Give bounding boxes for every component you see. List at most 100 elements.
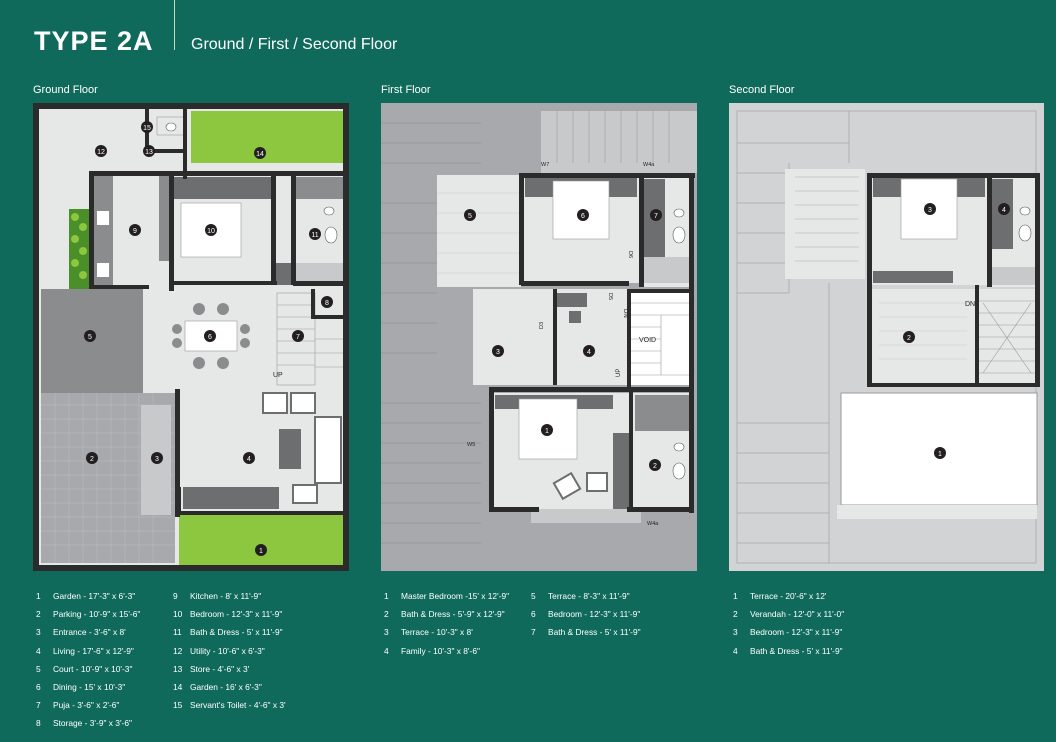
legend-number: 10 [173, 609, 183, 620]
room-label-3: 3 [151, 452, 163, 464]
room-label-1: 1 [255, 544, 267, 556]
room-label-4: 4 [998, 203, 1010, 215]
room-2: 2 [90, 456, 94, 463]
legend-item: 4 Living - 17'-6" x 12'-9" [36, 646, 140, 664]
legend-text: Garden - 17'-3" x 6'-3" [53, 591, 136, 601]
legend-text: Garden - 16' x 6'-3" [190, 681, 262, 692]
room-2: 2 [653, 463, 657, 470]
room-label-3: 3 [924, 203, 936, 215]
room-label-8: 8 [321, 296, 333, 308]
legend-number: 3 [384, 627, 389, 638]
legend-number: 12 [173, 645, 183, 656]
legend-number: 2 [733, 609, 738, 620]
legend-text: Bath & Dress - 5' x 11'-9" [750, 645, 843, 656]
room-15: 15 [143, 125, 151, 132]
legend-number: 4 [384, 645, 389, 656]
room-label-3: 3 [492, 345, 504, 357]
garden-lawn-14 [191, 111, 343, 163]
legend-text: Bedroom - 12'-3" x 11'-9" [750, 627, 843, 638]
room-label-2: 2 [903, 331, 915, 343]
first-floor-staircase [631, 302, 691, 376]
legend-text: Family - 10'-3" x 8'-6" [401, 645, 480, 656]
legend-text: Parking - 10'-9" x 15'-6" [53, 609, 141, 620]
room-7: 7 [296, 334, 300, 341]
room-label-4: 4 [583, 345, 595, 357]
room-labels: 12 15 13 14 9 10 11 8 6 7 5 2 3 4 1 UP [84, 121, 333, 556]
room-9: 9 [133, 228, 137, 235]
legend-item: 4 Family - 10'-3" x 8'-6" [384, 646, 509, 664]
room-label-5: 5 [84, 330, 96, 342]
legend-text: Terrace - 10'-3" x 8' [401, 627, 473, 638]
room-11: 11 [311, 232, 318, 239]
wc-fixture [323, 206, 335, 216]
room-label-7: 7 [292, 330, 304, 342]
legend-number: 5 [531, 591, 536, 601]
legend-text: Living - 17'-6" x 12'-9" [53, 645, 134, 656]
legend-number: 7 [531, 627, 536, 638]
legend-number: 1 [36, 591, 41, 601]
stair-up-label: UP [273, 372, 283, 379]
room-label-1: 1 [934, 447, 946, 459]
ground-legend-col1: 1 Garden - 17'-3" x 6'-3" 2 Parking - 10'-… [36, 591, 140, 737]
room-4: 4 [247, 456, 251, 463]
washbasin [324, 226, 338, 244]
page-title: TYPE 2A [34, 26, 154, 56]
second-floor-label: Second Floor [729, 84, 795, 96]
room-label-6: 6 [204, 330, 216, 342]
room-7: 7 [654, 213, 658, 220]
room-label-4: 4 [243, 452, 255, 464]
window-w4a-label: W4a [643, 162, 655, 168]
legend-text: Master Bedroom -15' x 12'-9" [401, 591, 510, 601]
legend-number: 6 [531, 609, 536, 620]
wardrobe [173, 177, 271, 199]
legend-item: 12 Utility - 10'-6" x 6'-3" [173, 646, 286, 664]
legend-number: 3 [733, 627, 738, 638]
first-floor-room-labels: 5 6 7 3 4 1 2 VOID UP DN W7 W4a W4a W5 D… [464, 162, 662, 527]
room-5: 5 [468, 213, 472, 220]
legend-text: Kitchen - 8' x 11'-9" [190, 591, 262, 601]
page-subtitle: Ground / First / Second Floor [191, 36, 398, 53]
kitchen-counter [91, 175, 113, 285]
legend-number: 11 [173, 627, 182, 638]
room-6: 6 [208, 334, 212, 341]
legend-item: 2 Parking - 10'-9" x 15'-6" [36, 609, 140, 627]
walls [33, 103, 349, 571]
room-4: 4 [1002, 207, 1006, 214]
legend-number: 2 [36, 609, 41, 620]
legend-number: 7 [36, 700, 41, 711]
coffee-table [279, 429, 301, 469]
ground-floor-label: Ground Floor [33, 84, 98, 96]
legend-number: 5 [36, 663, 41, 674]
room-10: 10 [207, 228, 215, 235]
stair-dn-label: DN [622, 309, 628, 318]
legend-text: Bath & Dress - 5' x 11'-9" [548, 627, 641, 638]
legend-number: 4 [36, 645, 41, 656]
terrace-5-area [437, 175, 521, 287]
legend-number: 13 [173, 663, 183, 674]
room-label-9: 9 [129, 224, 141, 236]
room-label-2: 2 [649, 459, 661, 471]
room-1: 1 [545, 428, 549, 435]
legend-number: 4 [733, 645, 738, 656]
legend-text: Bedroom - 12'-3" x 11'-9" [548, 609, 641, 620]
legend-text: Utility - 10'-6" x 6'-3" [190, 645, 265, 656]
door-d5-label: D5 [607, 293, 613, 300]
door-d6-label: D6 [627, 251, 633, 258]
first-floor-plan: 5 6 7 3 4 1 2 VOID UP DN W7 W4a W4a W5 D… [381, 103, 697, 571]
stair-up-label: UP [616, 369, 622, 377]
legend-text: Puja - 3'-6" x 2'-6" [53, 700, 120, 711]
legend-item: 4 Bath & Dress - 5' x 11'-9" [733, 646, 844, 664]
window-w4a-lower-label: W4a [647, 521, 659, 527]
room-1: 1 [259, 548, 263, 555]
